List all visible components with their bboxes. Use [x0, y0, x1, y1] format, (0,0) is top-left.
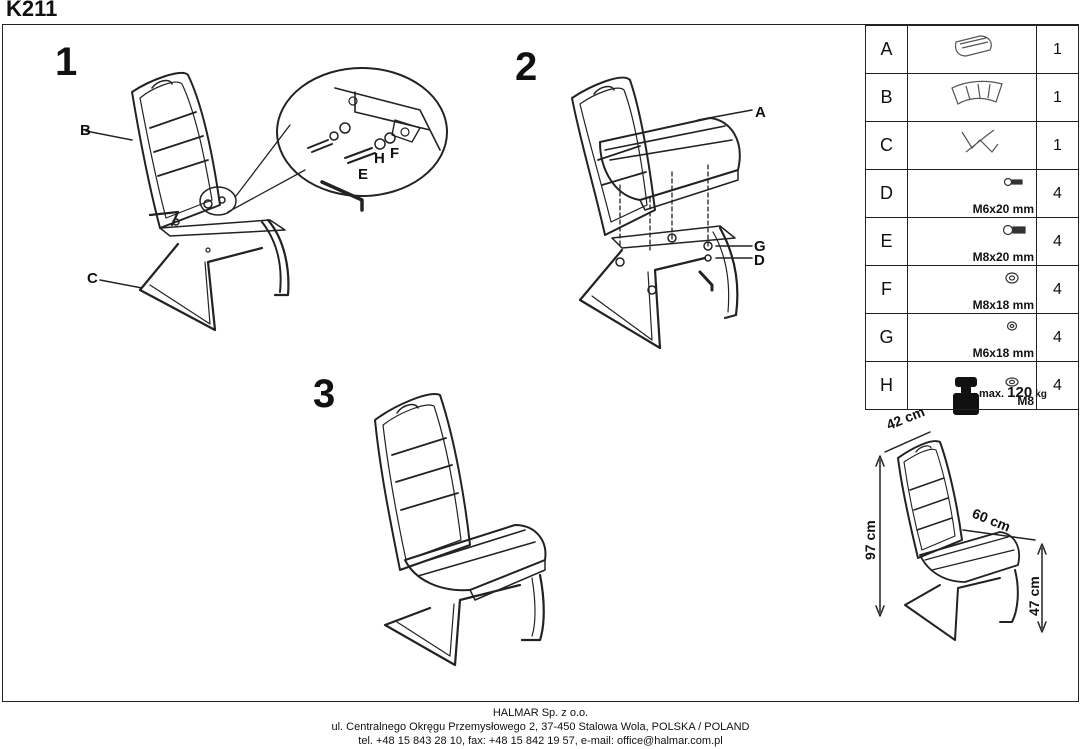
step1-chair-illustration	[85, 67, 448, 332]
label-a: A	[755, 104, 766, 121]
parts-row: H M8 4	[865, 361, 1079, 410]
frame-icon	[961, 129, 999, 153]
part-quantity: 4	[1036, 169, 1079, 218]
parts-row: C 1	[865, 121, 1079, 170]
footer-company-name: HALMAR Sp. z o.o.	[492, 707, 589, 719]
bolt-icon	[1002, 224, 1026, 236]
part-letter: E	[865, 217, 908, 266]
part-letter: D	[865, 169, 908, 218]
part-spec: M8x18 mm	[972, 298, 1034, 312]
company-footer: HALMAR Sp. z o.o. ul. Centralnego Okręgu…	[0, 706, 1081, 748]
step-1-number: 1	[55, 40, 78, 84]
step-3-number: 3	[313, 372, 336, 416]
part-picture	[907, 121, 1037, 170]
document-title: K211	[6, 0, 58, 21]
label-b: B	[80, 122, 91, 139]
dimension-seat-height: 47 cm	[1026, 576, 1042, 616]
dimension-chair-illustration	[875, 431, 1047, 641]
part-picture: M8x20 mm	[907, 217, 1037, 266]
label-e: E	[358, 166, 369, 183]
part-picture: M6x18 mm	[907, 313, 1037, 362]
dimension-height: 97 cm	[862, 520, 878, 560]
footer-contact: tel. +48 15 843 28 10, fax: +48 15 842 1…	[358, 735, 723, 747]
washer-icon	[1005, 272, 1019, 284]
label-g: G	[754, 238, 766, 255]
part-letter: C	[865, 121, 908, 170]
part-letter: B	[865, 73, 908, 122]
part-picture	[907, 73, 1037, 122]
parts-row: B 1	[865, 73, 1079, 122]
parts-row: F M8x18 mm 4	[865, 265, 1079, 314]
part-quantity: 1	[1036, 25, 1079, 74]
step-2-number: 2	[515, 45, 538, 89]
label-d: D	[754, 252, 765, 269]
part-letter: F	[865, 265, 908, 314]
part-quantity: 4	[1036, 313, 1079, 362]
part-quantity: 1	[1036, 121, 1079, 170]
part-quantity: 4	[1036, 217, 1079, 266]
part-picture: M8x18 mm	[907, 265, 1037, 314]
parts-row: E M8x20 mm 4	[865, 217, 1079, 266]
footer-address: ul. Centralnego Okręgu Przemysłowego 2, …	[331, 721, 750, 733]
part-picture: M8	[907, 361, 1037, 410]
parts-row: D M6x20 mm 4	[865, 169, 1079, 218]
part-quantity: 4	[1036, 361, 1079, 410]
label-c: C	[87, 270, 98, 287]
part-picture: M6x20 mm	[907, 169, 1037, 218]
part-spec: M6x18 mm	[972, 346, 1034, 360]
max-load-prefix: max.	[979, 388, 1005, 400]
max-load-value: 120	[1007, 384, 1033, 401]
label-h: H	[374, 150, 385, 167]
backrest-icon	[951, 80, 1003, 105]
parts-row: A 1	[865, 25, 1079, 74]
instruction-frame	[2, 24, 1079, 702]
part-spec: M6x20 mm	[972, 202, 1034, 216]
parts-list-table: A 1 B 1 C	[865, 25, 1079, 410]
step3-chair-illustration	[374, 393, 547, 667]
max-load-unit: kg	[1035, 389, 1047, 400]
part-quantity: 4	[1036, 265, 1079, 314]
part-quantity: 1	[1036, 73, 1079, 122]
spring-washer-icon	[1005, 377, 1019, 387]
part-spec: M8	[1017, 394, 1034, 408]
part-spec: M8x20 mm	[972, 250, 1034, 264]
part-picture	[907, 25, 1037, 74]
label-f: F	[390, 145, 400, 162]
parts-row: G M6x18 mm 4	[865, 313, 1079, 362]
washer-icon	[1006, 321, 1018, 331]
seat-icon	[954, 35, 992, 57]
max-load-label: max. 120 kg	[979, 384, 1047, 401]
part-letter: A	[865, 25, 908, 74]
bolt-icon	[1003, 177, 1023, 187]
part-letter: H	[865, 361, 908, 410]
part-letter: G	[865, 313, 908, 362]
step2-chair-illustration	[571, 76, 753, 350]
